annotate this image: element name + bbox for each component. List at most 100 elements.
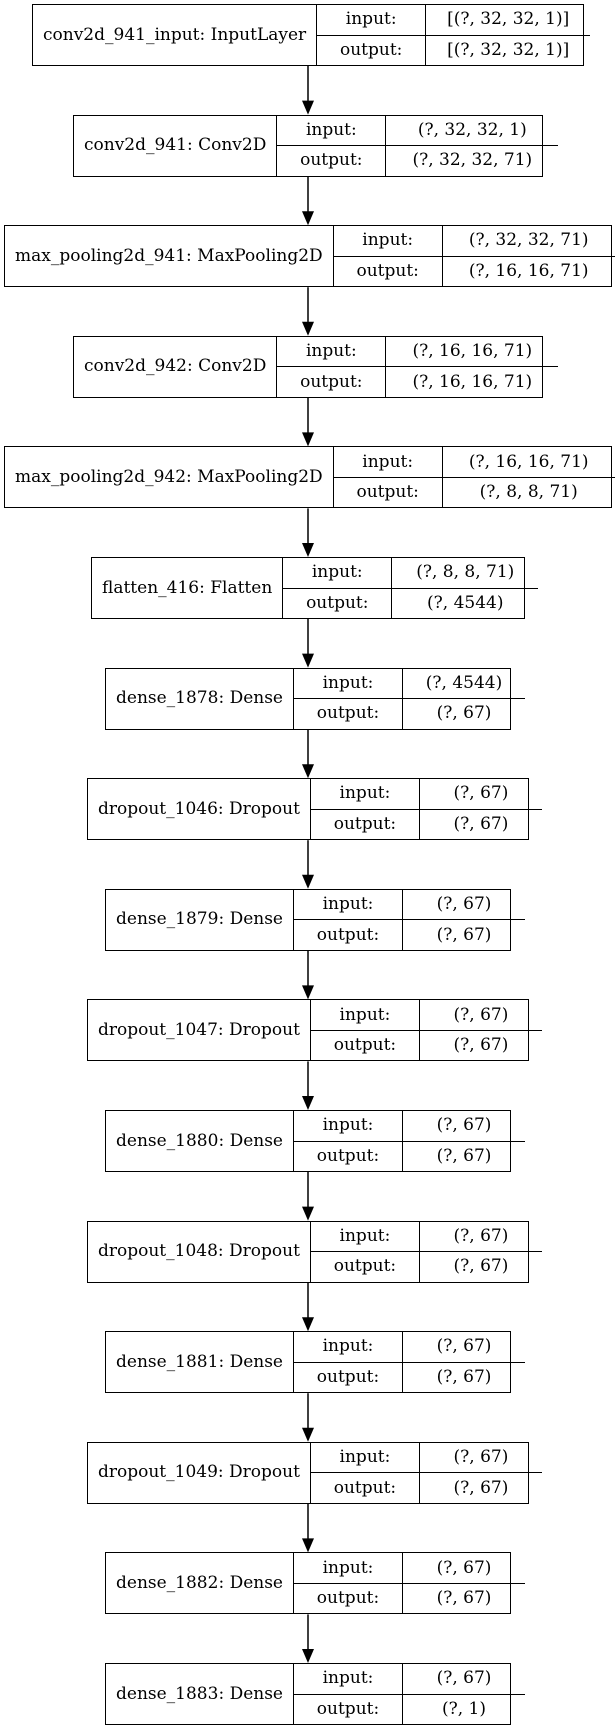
layer-input-row: input: [(?, 32, 32, 1)]: [317, 5, 590, 35]
layer-output-row: output:(?, 16, 16, 71): [277, 366, 559, 397]
layer-io-table: input: (?, 4544) output:(?, 67): [294, 668, 525, 729]
layer-output-label: output:: [294, 1583, 403, 1614]
layer-input-label: input:: [294, 1553, 403, 1583]
layer-io-table: input:(?, 67)output:(?, 67): [294, 1111, 525, 1171]
layer-name: dense_1882: Dense: [106, 1553, 294, 1614]
layer-input-shape: (?, 67): [436, 894, 492, 915]
layer-output-row: output:(?, 67): [310, 808, 542, 840]
layer-output-shape: (?, 67): [453, 1477, 509, 1498]
layer-output-label: output:: [311, 1473, 420, 1503]
layer-output-row: output:(?, 4544): [283, 587, 539, 618]
layer-input-row: input:(?, 67): [294, 1553, 525, 1583]
layer-input-shape: (?, 67): [453, 783, 509, 804]
layer-output-row: output: (?, 67): [310, 1472, 542, 1503]
layer-output-shape: (?, 1): [441, 1698, 486, 1719]
layer-name: conv2d_941: Conv2D: [74, 115, 278, 176]
layer-output-shape: (?, 67): [436, 1145, 492, 1166]
layer-output-row: output:(?, 1): [294, 1693, 525, 1724]
layer-name: dense_1883: Dense: [106, 1664, 294, 1724]
layer-input-row: input:(?, 67): [311, 1221, 542, 1252]
layer-io-table: input:(?, 67)output: (?, 67): [310, 1442, 542, 1503]
layer-io-table: input: (?, 67) output:(?, 1): [294, 1664, 525, 1724]
layer-name: dropout_1048: Dropout: [88, 1221, 311, 1282]
layer-io-table: input:(?, 67)output:(?, 67): [310, 1221, 542, 1282]
layer-io-table: input:(?, 16, 16, 71)output: (?, 8, 8, 71…: [333, 447, 615, 508]
layer-io-table: input:(?, 67)output:(?, 67): [310, 1000, 542, 1061]
layer-io-table: input:(?, 67)output: (?, 67): [294, 889, 525, 950]
arrowhead: [302, 985, 314, 1000]
layer-output-row: output:(?, 67): [310, 1251, 542, 1282]
layer-input-shape: (?, 32, 32, 1): [417, 119, 527, 140]
layer-output-label: output:: [294, 699, 403, 729]
layer-input-row: input:(?, 67): [311, 1442, 542, 1473]
layer-input-shape: (?, 67): [453, 1447, 509, 1468]
layer-input-row: input: (?, 67): [294, 1111, 525, 1141]
layer-input-shape: [(?, 32, 32, 1)]: [447, 9, 570, 30]
layer-output-row: output:(?, 67): [294, 698, 525, 729]
layer-input-row: input:(?, 67): [294, 1332, 525, 1362]
layer-output-label: output:: [311, 1252, 420, 1282]
layer-input-label: input:: [311, 779, 420, 809]
layer-output-row: output: (?, 8, 8, 71): [333, 476, 615, 508]
layer-output-shape: (?, 16, 16, 71): [468, 260, 589, 281]
arrowhead: [302, 1649, 314, 1663]
layer-name: dropout_1049: Dropout: [88, 1442, 311, 1503]
layer-output-label: output:: [334, 477, 443, 508]
layer-input-label: input:: [277, 336, 387, 367]
arrowhead: [302, 543, 314, 557]
layer-input-shape: (?, 67): [436, 1115, 492, 1136]
layer-input-label: input:: [294, 668, 403, 699]
layer-input-shape: (?, 4544): [425, 672, 503, 693]
layer-input-label: input:: [294, 1664, 403, 1694]
layer-io-table: input:[(?, 32, 32, 1)]output:[(?, 32, 32…: [317, 5, 591, 65]
arrowhead: [302, 1427, 314, 1442]
arrowhead: [302, 100, 314, 115]
layer-input-row: input:(?, 16, 16, 71): [334, 447, 615, 477]
layer-input-label: input:: [294, 1332, 403, 1362]
arrowhead: [302, 653, 314, 668]
layer-output-row: output: (?, 67): [294, 919, 525, 950]
layer-input-label: input:: [317, 5, 427, 35]
layer-input-label: input:: [294, 1111, 403, 1141]
arrowhead: [302, 432, 314, 447]
layer-output-label: output:: [294, 1362, 403, 1393]
arrowhead: [302, 874, 314, 889]
layer-io-table: input:(?, 8, 8, 71)output:(?, 4544): [283, 558, 539, 618]
layer-name: max_pooling2d_942: MaxPooling2D: [5, 447, 334, 508]
arrowhead: [302, 1317, 314, 1332]
arrowhead: [302, 764, 314, 779]
layer-name: dropout_1046: Dropout: [88, 779, 311, 840]
layer-input-shape: (?, 16, 16, 71): [468, 451, 589, 472]
layer-input-label: input:: [311, 1000, 420, 1030]
layer-name: dense_1879: Dense: [106, 889, 294, 950]
layer-output-label: output:: [277, 146, 387, 176]
layer-output-shape: (?, 67): [436, 924, 492, 945]
layer-output-label: output:: [277, 367, 387, 397]
layer-input-row: input:(?, 8, 8, 71): [283, 558, 538, 588]
layer-output-row: output:(?, 32, 32, 71): [277, 145, 559, 176]
layer-name: dense_1880: Dense: [106, 1111, 294, 1171]
layer-input-row: input: (?, 4544): [294, 668, 525, 699]
layer-output-row: output:(?, 67): [310, 1029, 542, 1061]
layer-input-row: input:(?, 32, 32, 71): [334, 226, 615, 256]
layer-input-shape: (?, 67): [453, 1225, 509, 1246]
layer-name: dense_1881: Dense: [106, 1332, 294, 1393]
layer-output-label: output:: [294, 920, 403, 950]
layer-input-shape: (?, 16, 16, 71): [412, 341, 533, 362]
layer-input-row: input: (?, 16, 16, 71): [277, 336, 558, 367]
layer-input-row: input:(?, 67): [294, 889, 525, 920]
layer-name: dropout_1047: Dropout: [88, 1000, 311, 1061]
layer-output-shape: (?, 8, 8, 71): [479, 482, 578, 503]
layer-input-shape: (?, 67): [436, 1668, 492, 1689]
